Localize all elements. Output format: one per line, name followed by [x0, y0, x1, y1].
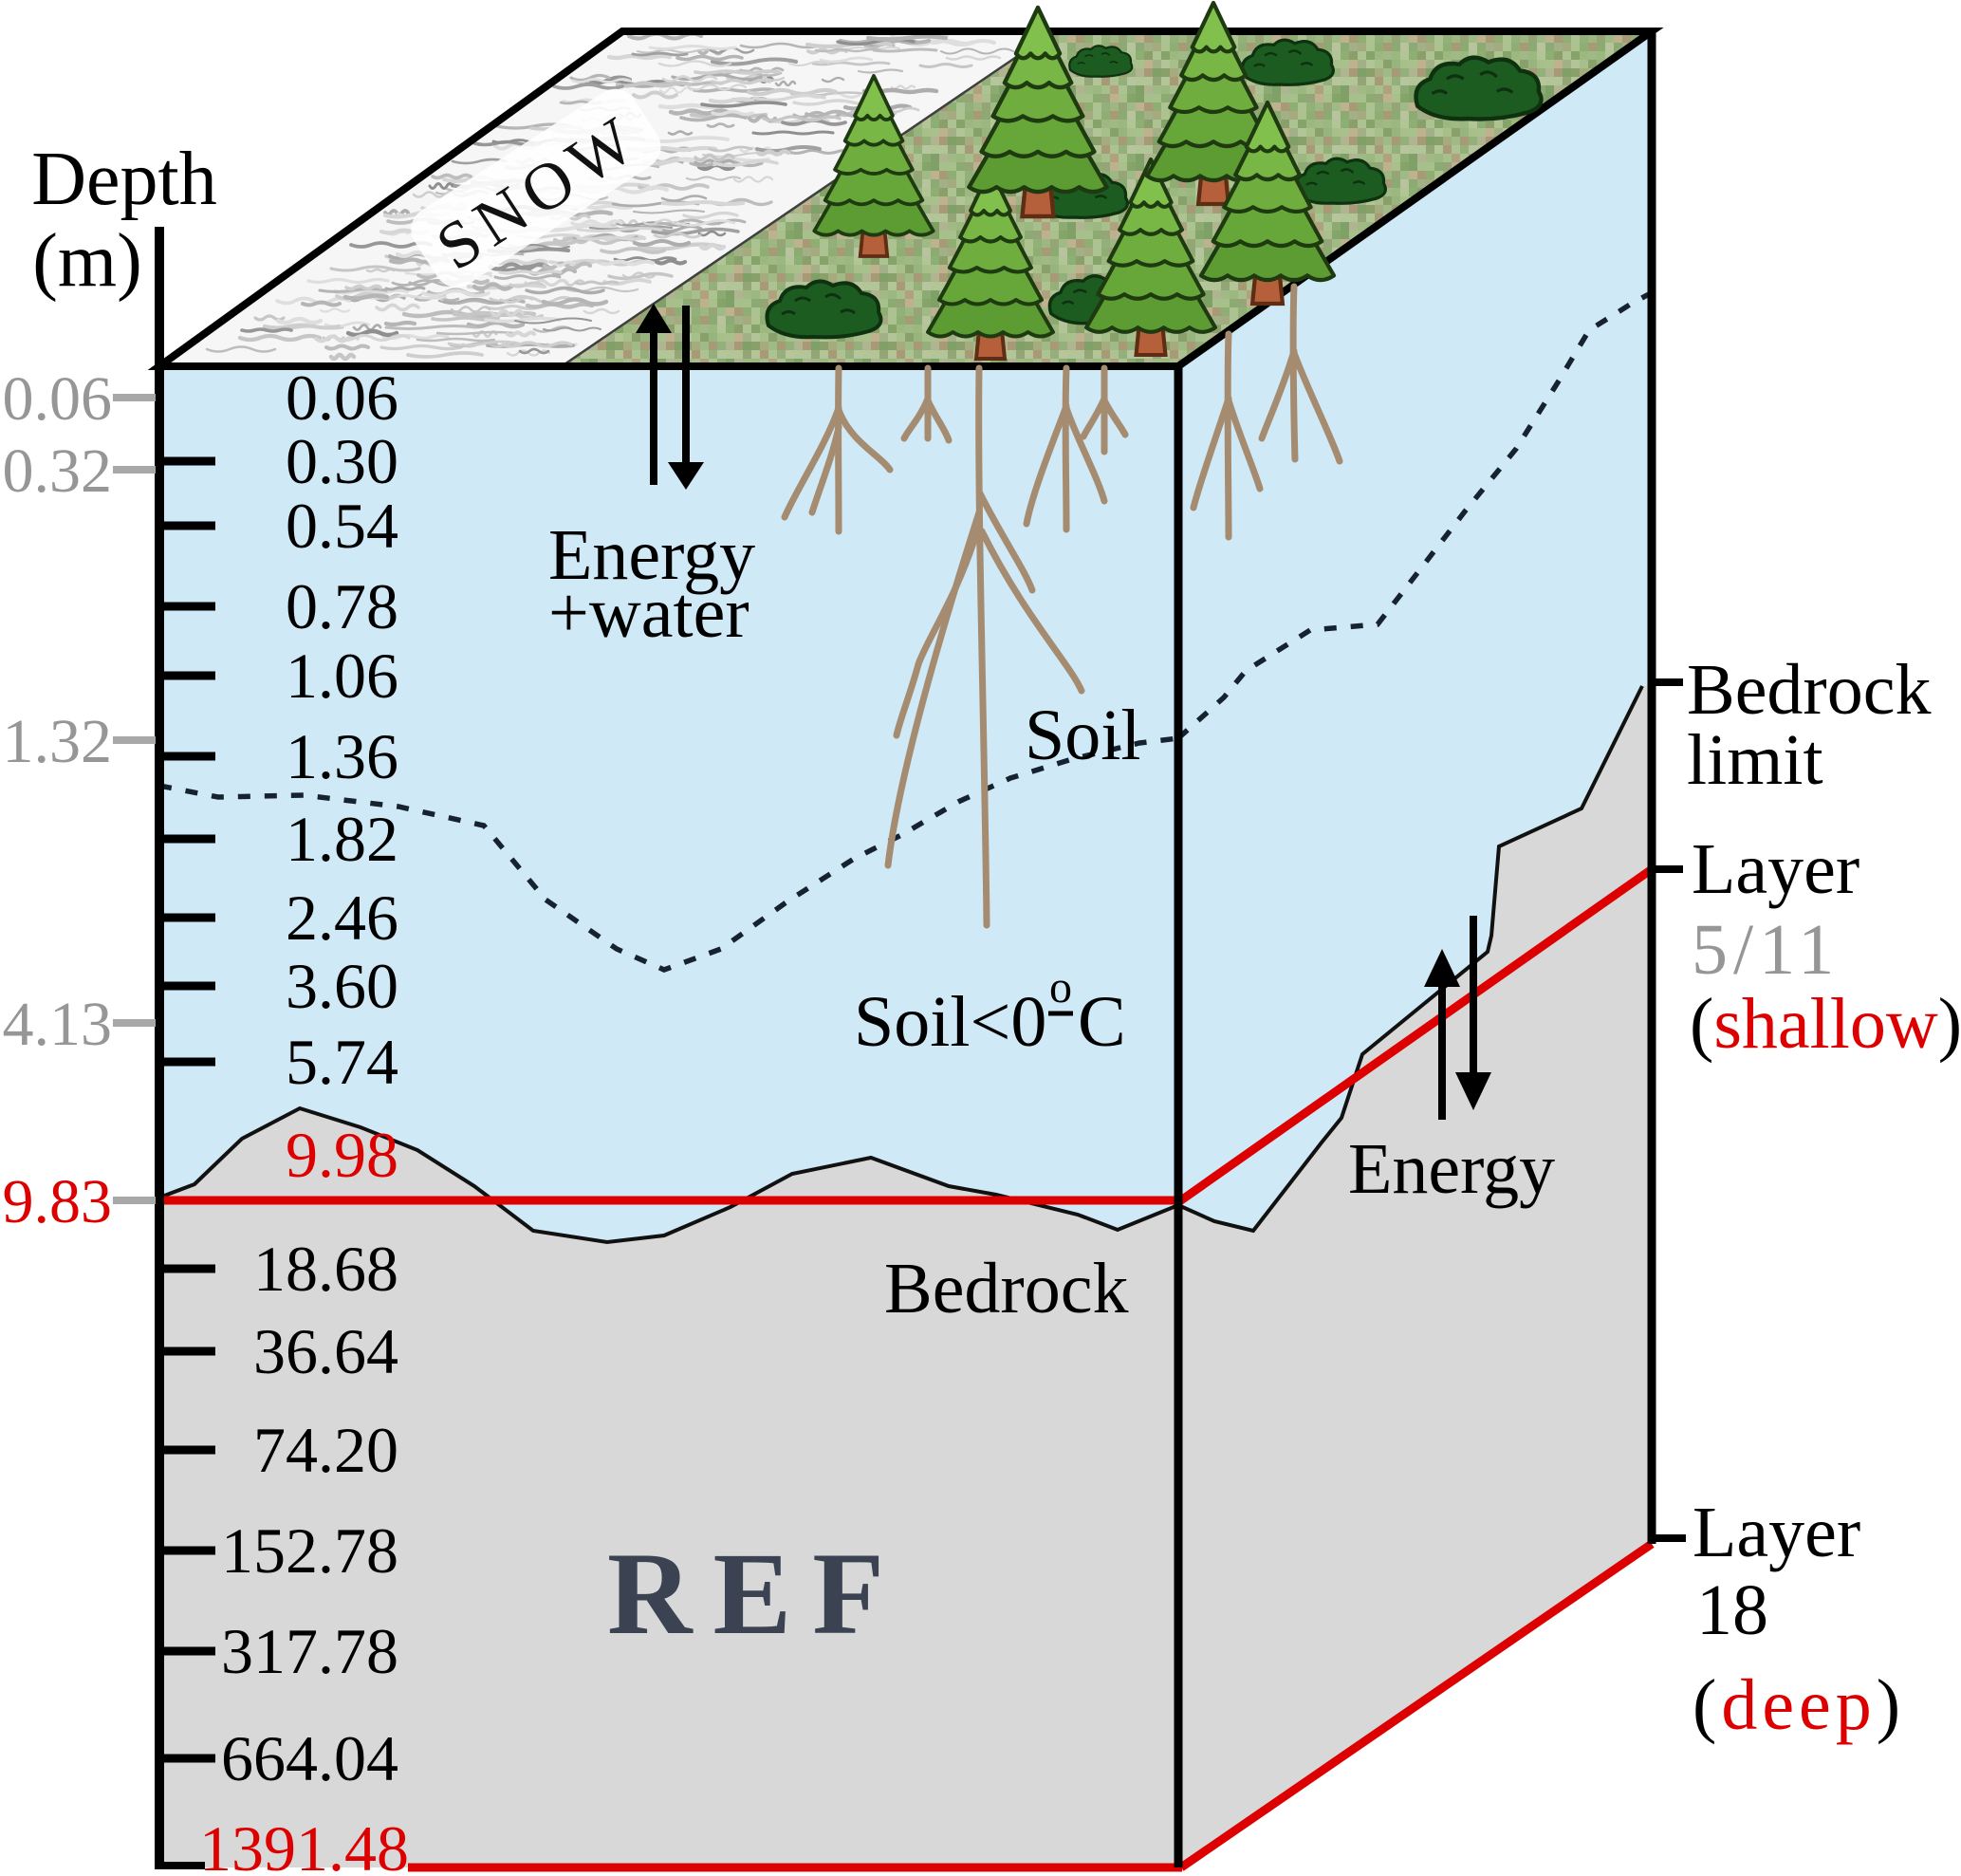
- svg-text:Layer: Layer: [1692, 829, 1859, 909]
- svg-text:Energy: Energy: [1348, 1129, 1555, 1209]
- svg-text:(deep): (deep): [1693, 1665, 1905, 1745]
- svg-text:Layer: Layer: [1693, 1493, 1860, 1572]
- svg-text:18.68: 18.68: [253, 1233, 398, 1305]
- svg-text:REF: REF: [607, 1529, 905, 1659]
- svg-text:Soil<0: Soil<0: [854, 982, 1046, 1062]
- svg-text:Depth: Depth: [31, 138, 217, 221]
- svg-text:1.36: 1.36: [286, 720, 398, 792]
- svg-text:o: o: [1049, 962, 1072, 1012]
- svg-text:36.64: 36.64: [253, 1315, 398, 1387]
- svg-text:5.74: 5.74: [286, 1026, 398, 1098]
- svg-text:2.46: 2.46: [286, 882, 398, 954]
- svg-text:317.78: 317.78: [221, 1615, 398, 1687]
- svg-text:(m): (m): [32, 219, 142, 303]
- svg-text:1.06: 1.06: [286, 640, 398, 712]
- svg-text:0.06: 0.06: [286, 362, 398, 434]
- svg-text:+water: +water: [548, 573, 749, 653]
- svg-text:0.54: 0.54: [286, 490, 398, 562]
- svg-text:(shallow): (shallow): [1690, 984, 1961, 1064]
- svg-text:limit: limit: [1687, 720, 1823, 800]
- svg-text:5/11: 5/11: [1692, 910, 1840, 990]
- svg-text:664.04: 664.04: [221, 1722, 398, 1794]
- svg-text:3.60: 3.60: [286, 950, 398, 1022]
- svg-text:9.83: 9.83: [3, 1167, 113, 1236]
- svg-text:Bedrock: Bedrock: [884, 1249, 1128, 1328]
- svg-text:C: C: [1078, 982, 1126, 1062]
- svg-text:0.06: 0.06: [3, 364, 113, 434]
- svg-text:0.30: 0.30: [286, 425, 398, 497]
- svg-text:74.20: 74.20: [253, 1414, 398, 1486]
- svg-text:1.82: 1.82: [286, 803, 398, 875]
- svg-text:4.13: 4.13: [3, 990, 113, 1059]
- svg-text:0.32: 0.32: [3, 436, 113, 506]
- svg-text:Soil: Soil: [1025, 696, 1141, 775]
- svg-text:152.78: 152.78: [221, 1514, 398, 1587]
- svg-text:18: 18: [1696, 1570, 1768, 1650]
- svg-text:1.32: 1.32: [3, 707, 113, 776]
- svg-text:1391.48: 1391.48: [199, 1812, 409, 1876]
- svg-text:Energy: Energy: [548, 515, 755, 595]
- svg-text:0.78: 0.78: [286, 570, 398, 642]
- svg-text:Bedrock: Bedrock: [1687, 650, 1931, 730]
- svg-text:9.98: 9.98: [286, 1119, 398, 1191]
